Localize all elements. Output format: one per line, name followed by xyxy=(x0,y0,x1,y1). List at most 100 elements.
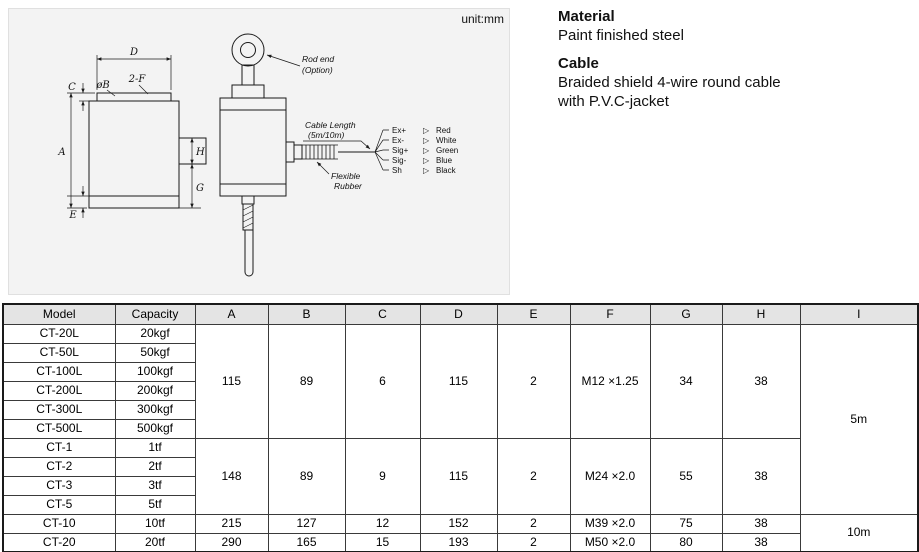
front-view xyxy=(88,92,207,209)
model-cell: CT-5 xyxy=(2,494,116,515)
materials-info: Material Paint finished steel Cable Brai… xyxy=(558,7,910,111)
capacity-cell: 300kgf xyxy=(114,399,196,420)
dim-a-label: A xyxy=(57,147,65,158)
col-header-g: G xyxy=(649,303,723,325)
table-row: CT-20L 20kgf 115 89 6 115 2 M12 ×1.25 34… xyxy=(2,323,919,515)
table-row: CT-20 20tf 290 165 15 193 2 M50 ×2.0 80 … xyxy=(2,532,918,552)
front-top-cap xyxy=(96,92,172,102)
capacity-cell: 3tf xyxy=(114,475,196,496)
dim-f-cell: M24 ×2.0 xyxy=(569,437,651,515)
dim-h-cell: 38 xyxy=(721,437,801,515)
cable-body-line2: with P.V.C-jacket xyxy=(558,93,669,110)
model-cell: CT-2 xyxy=(2,456,116,477)
cable-length-cell: 5m xyxy=(799,323,919,515)
dim-h-cell: 38 xyxy=(721,513,801,534)
model-cell: CT-50L xyxy=(2,342,116,363)
cable-length-cell: 10m xyxy=(799,513,919,552)
cable-gland xyxy=(285,141,295,163)
dim-h-cell: 38 xyxy=(721,323,801,439)
dim-d-cell: 115 xyxy=(419,437,498,515)
cable-gland-nut xyxy=(293,144,303,160)
wire-color: Black xyxy=(436,166,457,175)
model-cell: CT-1 xyxy=(2,437,116,458)
col-header-model: Model xyxy=(2,303,116,325)
dim-b-cell: 127 xyxy=(267,513,346,534)
col-header-h: H xyxy=(721,303,801,325)
capacity-cell: 20kgf xyxy=(114,323,196,344)
col-header-f: F xyxy=(569,303,651,325)
model-cell: CT-200L xyxy=(2,380,116,401)
dim-c-cell: 15 xyxy=(344,532,421,552)
triangle-icon: ▷ xyxy=(423,146,430,155)
model-cell: CT-500L xyxy=(2,418,116,439)
model-cell: CT-20 xyxy=(2,532,116,552)
dim-h-cell: 38 xyxy=(721,532,801,552)
material-body: Paint finished steel xyxy=(558,27,684,44)
dimension-drawing-panel: unit:mm xyxy=(8,8,510,295)
dim-f-cell: M39 ×2.0 xyxy=(569,513,651,534)
wire-label: Sh xyxy=(392,166,402,175)
wire-fanout xyxy=(374,129,389,171)
capacity-cell: 50kgf xyxy=(114,342,196,363)
triangle-icon: ▷ xyxy=(423,166,430,175)
callout-leaders xyxy=(266,54,371,175)
front-body xyxy=(88,100,180,197)
rod-end-note-line2: (Option) xyxy=(302,65,333,75)
side-view xyxy=(219,33,389,277)
dim-g-cell: 75 xyxy=(649,513,723,534)
col-header-b: B xyxy=(267,303,346,325)
table-row: CT-200L 200kgf xyxy=(2,380,918,401)
table-row: CT-5 5tf xyxy=(2,494,918,515)
dim-g-cell: 34 xyxy=(649,323,723,439)
flexible-rubber-note-line2: Rubber xyxy=(334,181,363,191)
model-cell: CT-20L xyxy=(2,323,116,344)
dim-d-cell: 115 xyxy=(419,323,498,439)
cable-length-note-line2: (5m/10m) xyxy=(308,130,345,140)
model-cell: CT-100L xyxy=(2,361,116,382)
dim-2f-label: 2-F xyxy=(128,74,147,85)
top-collar xyxy=(231,84,265,99)
model-cell: CT-10 xyxy=(2,513,116,534)
wire-label: Sig- xyxy=(392,156,407,165)
model-cell: CT-300L xyxy=(2,399,116,420)
capacity-cell: 100kgf xyxy=(114,361,196,382)
table-row: CT-300L 300kgf xyxy=(2,399,918,420)
dim-b-cell: 89 xyxy=(267,323,346,439)
dim-c-cell: 9 xyxy=(344,437,421,515)
material-heading: Material xyxy=(558,8,615,25)
table-row: CT-10 10tf 215 127 12 152 2 M39 ×2.0 75 … xyxy=(2,513,919,552)
dim-g-label: G xyxy=(196,183,204,194)
dim-a-cell: 290 xyxy=(194,532,269,552)
wire-color: White xyxy=(436,136,457,145)
table-row: CT-100L 100kgf xyxy=(2,361,918,382)
dim-c-cell: 12 xyxy=(344,513,421,534)
dim-phi-b-label: øB xyxy=(95,80,109,91)
cable-length-note-line1: Cable Length xyxy=(305,120,356,130)
rod-end-note-line1: Rod end xyxy=(302,54,334,64)
dim-a-cell: 148 xyxy=(194,437,269,515)
flexible-rubber-note-line1: Flexible xyxy=(331,171,361,181)
header-row: Model Capacity A B C D E F G H I xyxy=(2,303,919,325)
col-header-d: D xyxy=(419,303,498,325)
dim-g-cell: 55 xyxy=(649,437,723,515)
wire-label: Ex- xyxy=(392,136,404,145)
triangle-icon: ▷ xyxy=(423,136,430,145)
col-header-i: I xyxy=(799,303,919,325)
capacity-cell: 5tf xyxy=(114,494,196,515)
wire-color: Green xyxy=(436,146,458,155)
spec-table: Model Capacity A B C D E F G H I CT-20L … xyxy=(2,303,919,552)
dim-b-cell: 165 xyxy=(267,532,346,552)
dim-e-cell: 2 xyxy=(496,532,571,552)
side-body xyxy=(219,97,287,197)
dim-a-cell: 115 xyxy=(194,323,269,439)
triangle-icon: ▷ xyxy=(423,126,430,135)
dim-f-cell: M12 ×1.25 xyxy=(569,323,651,439)
capacity-cell: 20tf xyxy=(114,532,196,552)
capacity-cell: 10tf xyxy=(114,513,196,534)
rod-end-shank xyxy=(241,64,255,86)
triangle-icon: ▷ xyxy=(423,156,430,165)
dim-c-label: C xyxy=(68,82,76,93)
dim-a-cell: 215 xyxy=(194,513,269,534)
threaded-stud xyxy=(242,203,254,231)
